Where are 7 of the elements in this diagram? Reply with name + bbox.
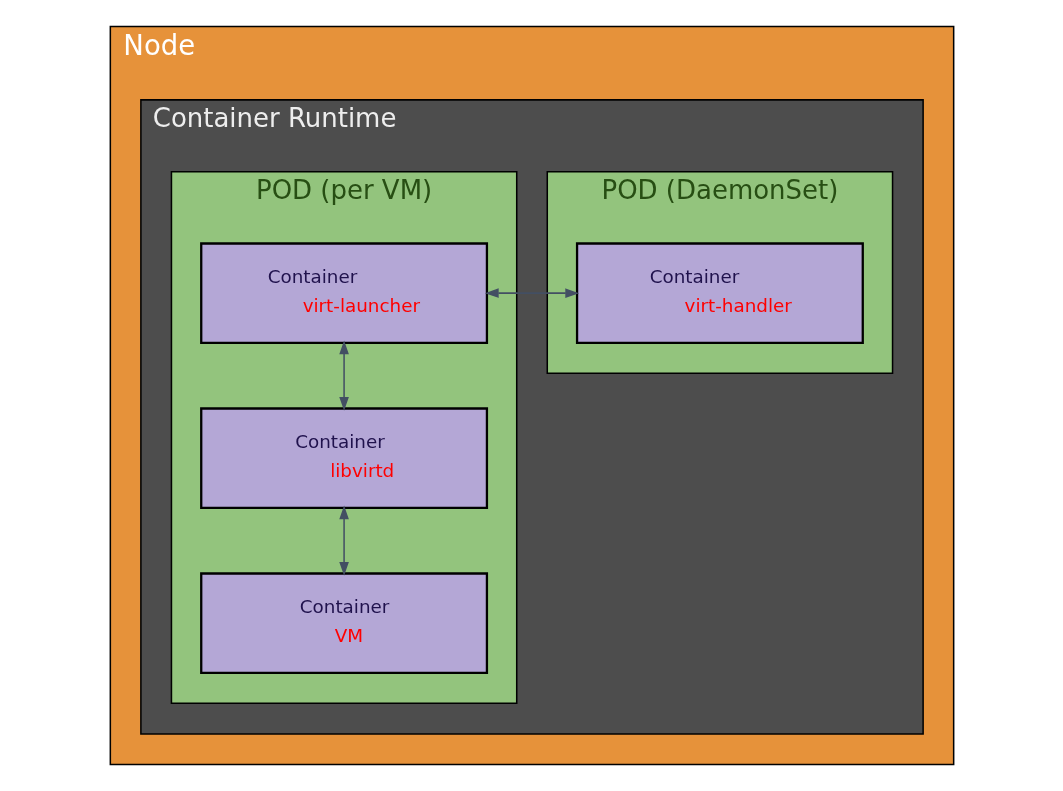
node-box: Container VM xyxy=(199,572,488,674)
arrow xyxy=(338,505,349,576)
arrow xyxy=(484,288,579,298)
node-box: Container libvirtd xyxy=(199,407,488,509)
node-box: Container virt-launcher xyxy=(199,242,488,344)
node-box: Container virt-handler xyxy=(575,242,864,344)
arrow xyxy=(338,340,349,411)
